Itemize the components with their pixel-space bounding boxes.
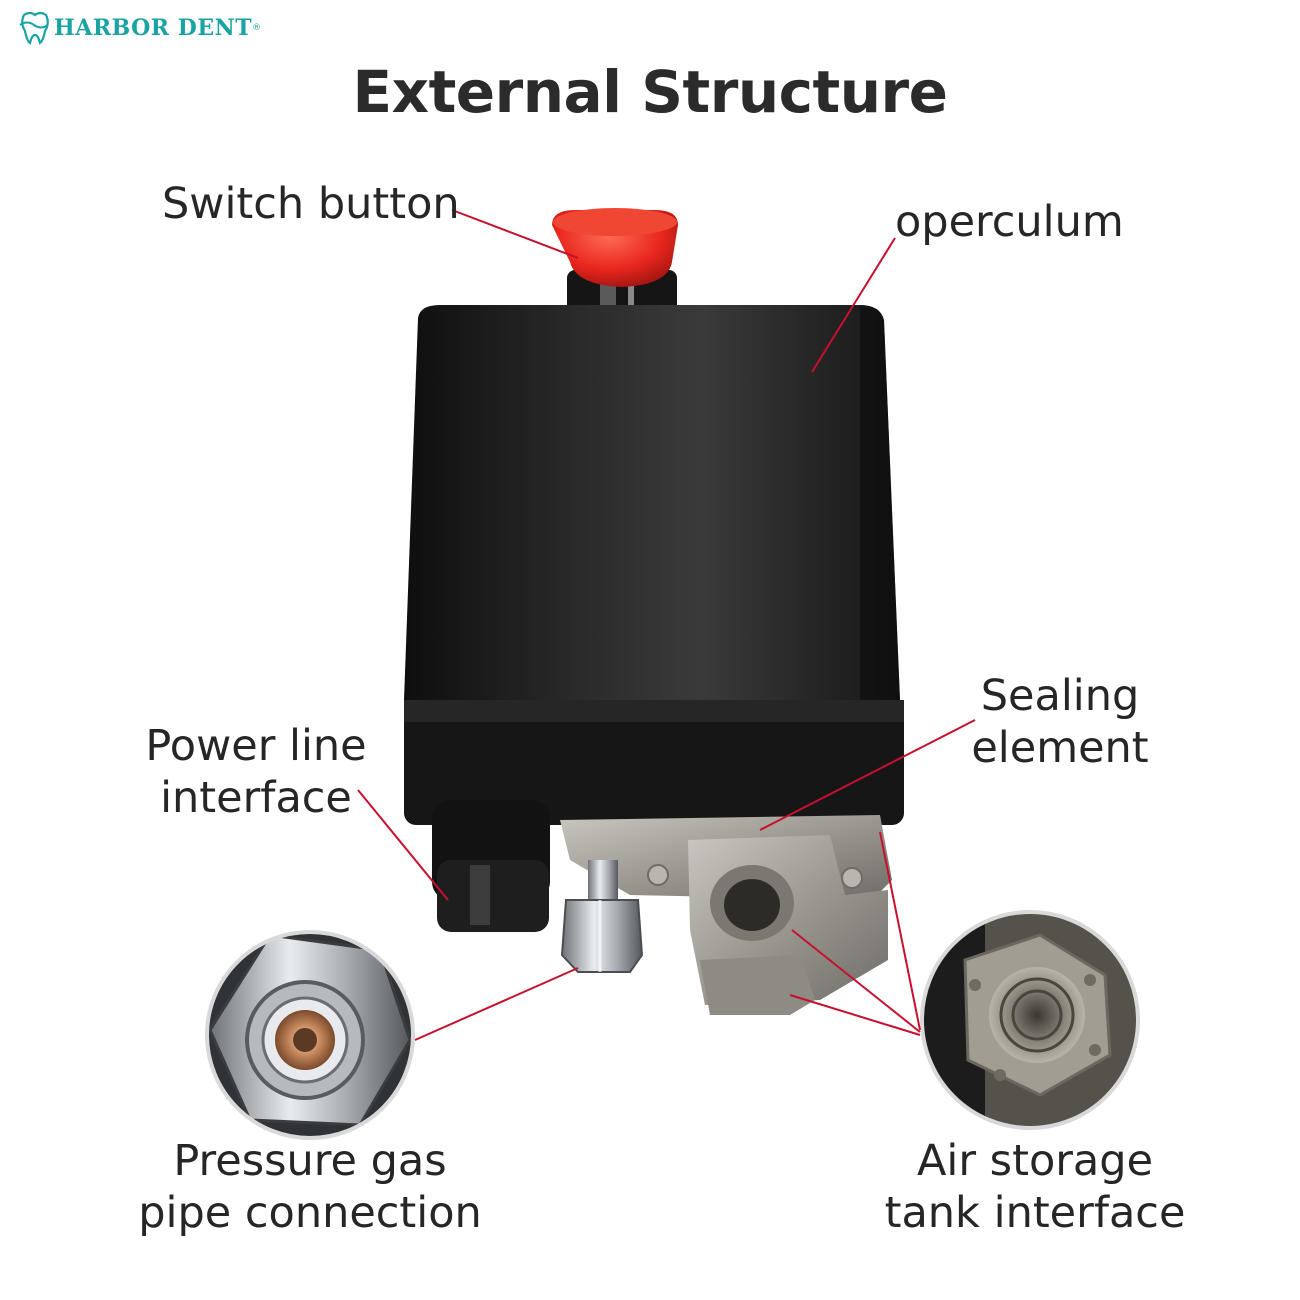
power-line-gland (432, 800, 550, 932)
fitting-hex (560, 899, 644, 973)
air-storage-detail (920, 910, 1140, 1130)
label-power-line: Power line interface (140, 720, 372, 824)
label-air-storage: Air storage tank interface (880, 1135, 1190, 1239)
label-pressure-gas-line1: Pressure gas (173, 1136, 447, 1186)
housing-cover-shadow (860, 305, 900, 700)
brand-logo: HARBOR DENT® (18, 8, 261, 48)
label-switch-button: Switch button (162, 179, 460, 229)
label-sealing-element: Sealing element (965, 670, 1155, 774)
detail-bolt-dot (1089, 1044, 1101, 1056)
label-sealing-line2: element (971, 723, 1149, 773)
detail-bore-center (293, 1028, 317, 1052)
label-pressure-gas-line2: pipe connection (138, 1188, 482, 1238)
screw (841, 867, 863, 889)
operculum-housing (404, 305, 904, 825)
label-sealing-line1: Sealing (980, 671, 1140, 721)
detail-thread-ring (999, 977, 1075, 1053)
screw (647, 864, 669, 886)
label-pressure-gas: Pressure gas pipe connection (120, 1135, 500, 1239)
detail-frame (205, 930, 415, 1140)
leader-air-storage-1 (791, 929, 921, 1033)
label-air-storage-line2: tank interface (884, 1188, 1186, 1238)
button-stem-highlight (628, 275, 634, 320)
label-air-storage-line1: Air storage (916, 1136, 1154, 1186)
pressure-gas-detail (205, 930, 415, 1140)
leader-pressure-gas (414, 967, 579, 1041)
leader-lines (357, 209, 976, 1041)
tooth-wave-icon (19, 11, 49, 45)
detail-threaded-hole (989, 967, 1085, 1063)
leader-operculum (811, 237, 896, 373)
button-top (553, 208, 677, 236)
gland-nut (437, 860, 549, 932)
housing-base-band (404, 700, 904, 722)
label-operculum: operculum (895, 197, 1124, 247)
port-hole-inner (724, 879, 780, 931)
leader-air-storage-3 (879, 831, 921, 1031)
registered-mark: ® (252, 23, 262, 33)
detail-bolt-dot (969, 979, 981, 991)
leader-air-storage-2 (789, 994, 921, 1036)
gland-highlight (470, 865, 490, 925)
page-title: External Structure (352, 58, 948, 126)
detail-frame (920, 910, 1140, 1130)
fitting-stem (588, 860, 618, 900)
pressure-pipe-fitting (560, 860, 644, 973)
label-power-line-line1: Power line (145, 721, 367, 771)
leader-power-line (357, 789, 449, 901)
leader-switch-button (451, 209, 579, 259)
leader-sealing (759, 719, 976, 831)
housing-base (404, 700, 904, 825)
label-power-line-line2: interface (160, 773, 352, 823)
detail-bolt-dot (994, 1069, 1006, 1081)
detail-thread-ring (1011, 989, 1063, 1041)
brand-name: HARBOR DENT (54, 15, 253, 41)
housing-cover (404, 305, 900, 700)
metal-valve-body (560, 815, 892, 1015)
metal-lower-port (700, 955, 815, 1015)
detail-bolt-dot (1084, 974, 1096, 986)
